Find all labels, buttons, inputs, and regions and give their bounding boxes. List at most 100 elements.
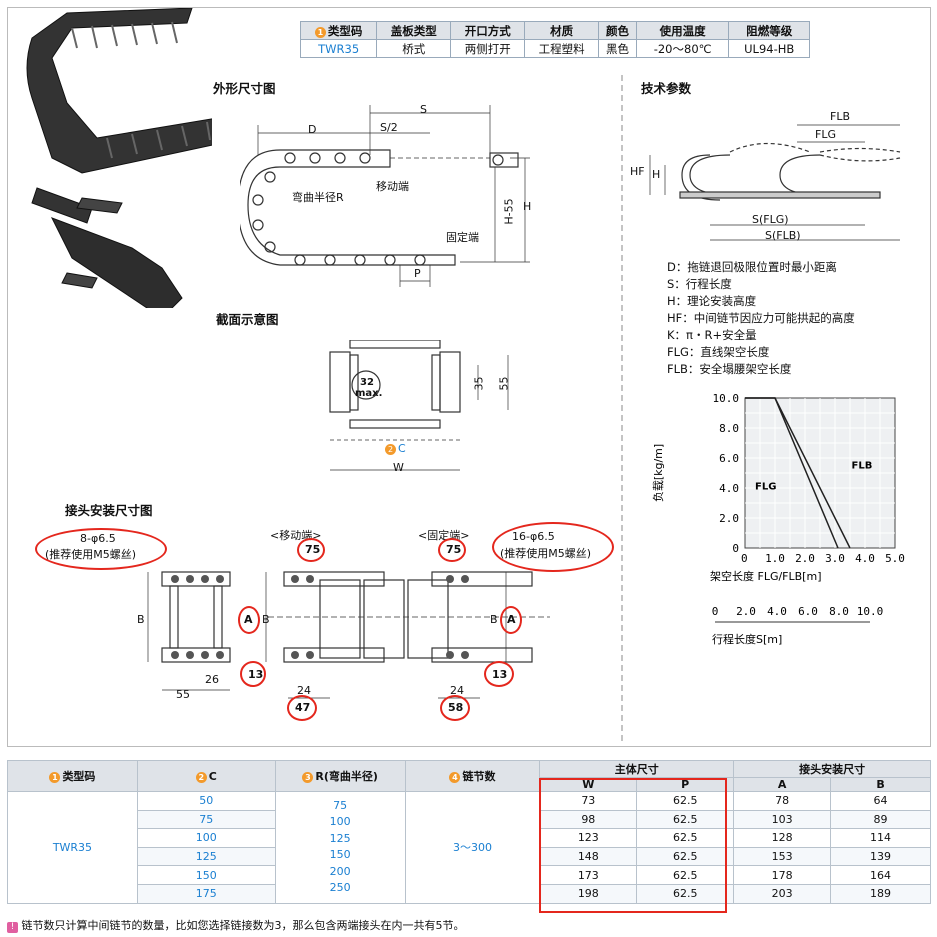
c-cell: 75 — [136, 809, 276, 830]
c-cell: 100 — [136, 828, 276, 848]
series-label-flb: FLB — [852, 461, 873, 472]
label-S-FLG: S(FLG) — [752, 213, 789, 226]
x-tick-label: 3.0 — [825, 552, 845, 565]
x2-tick-label: 10.0 — [857, 605, 884, 618]
A-cell: 203 — [733, 883, 832, 904]
y-tick-label: 8.0 — [719, 422, 739, 435]
A-cell: 153 — [733, 846, 832, 867]
dim-B-left: B — [137, 613, 145, 626]
c-cell: 150 — [136, 865, 276, 885]
spec-header-cover: 盖板类型 — [376, 21, 452, 40]
number-badge: 1 — [49, 772, 61, 783]
section-diagram — [329, 340, 509, 471]
tech-diagram — [649, 124, 901, 241]
label-S-FLB: S(FLB) — [765, 229, 801, 242]
A-cell: 78 — [733, 791, 832, 811]
label-moving-end: 移动端 — [376, 180, 409, 193]
x-tick-label: 2.0 — [795, 552, 815, 565]
dim-55: 55 — [497, 376, 511, 391]
tech-title: 技术参数 — [641, 81, 692, 96]
product-photo — [26, 8, 212, 308]
dim-24-left: 24 — [297, 684, 311, 697]
spec-header-flame: 阻燃等级 — [728, 21, 810, 40]
number-badge: 1 — [314, 26, 326, 38]
header-joint: 接头安装尺寸 — [733, 760, 931, 778]
spec-type-code: TWR35 — [299, 39, 378, 58]
c-cell: 175 — [136, 883, 276, 904]
def-FLB: FLB：安全塌腰架空长度 — [667, 362, 792, 376]
dim-24-right: 24 — [450, 684, 464, 697]
spec-header-color: 颜色 — [598, 21, 637, 40]
highlight-75-moving — [297, 538, 325, 562]
x-tick-label: 1.0 — [765, 552, 785, 565]
header-main: 主体尺寸 — [539, 760, 735, 778]
footnote: ! 链节数只计算中间链节的数量，比如您选择链接数为3，那么包含两端接头在内一共有… — [7, 917, 465, 933]
x-tick-label: 5.0 — [885, 552, 905, 565]
highlight-right-holes — [492, 522, 614, 572]
spec-cover: 桥式 — [376, 39, 452, 58]
spec-header-temp: 使用温度 — [635, 21, 730, 40]
highlight-A-mid — [238, 606, 260, 634]
P-cell: 62.5 — [636, 809, 735, 830]
dim-B-mid: B — [262, 613, 270, 626]
highlight-13-left — [240, 661, 266, 687]
outline-title: 外形尺寸图 — [213, 81, 276, 96]
header-B: B — [830, 777, 931, 792]
spec-flame: UL94-HB — [728, 39, 810, 58]
divider — [621, 75, 623, 745]
dim-S-half: S/2 — [380, 121, 398, 134]
B-cell: 139 — [830, 846, 931, 867]
A-cell: 103 — [733, 809, 832, 830]
dim-S: S — [420, 103, 427, 116]
B-cell: 89 — [830, 809, 931, 830]
series-line-flb — [745, 397, 851, 549]
B-cell: 114 — [830, 828, 931, 848]
spec-temp: -20～80℃ — [635, 39, 730, 58]
x2-axis-label: 行程长度S[m] — [712, 632, 782, 646]
spec-color: 黑色 — [598, 39, 637, 58]
joint-title: 接头安装尺寸图 — [65, 503, 153, 518]
highlight-13-right — [484, 661, 514, 687]
dim-H-55: H-55 — [502, 198, 516, 225]
P-cell: 62.5 — [636, 791, 735, 811]
def-K: K：π・R+安全量 — [667, 328, 757, 342]
x2-tick-label: 2.0 — [736, 605, 756, 618]
A-cell: 178 — [733, 865, 832, 885]
x2-tick-label: 0 — [712, 605, 719, 618]
definitions: D：拖链退回极限位置时最小距离 S：行程长度 H：理论安装高度 HF：中间链节因… — [667, 259, 855, 378]
label-H-tech: H — [652, 168, 661, 181]
number-badge: 4 — [449, 772, 461, 783]
dim-D: D — [308, 123, 317, 136]
section-view-title: 截面示意图 — [216, 312, 279, 327]
number-badge: 2 — [195, 771, 207, 783]
A-cell: 128 — [733, 828, 832, 848]
dim-H: H — [523, 200, 532, 213]
header-A: A — [733, 777, 832, 792]
number-badge: 2 — [385, 444, 396, 455]
x2-tick-label: 6.0 — [798, 605, 818, 618]
def-FLG: FLG：直线架空长度 — [667, 345, 770, 359]
B-cell: 189 — [830, 883, 931, 904]
spec-opening: 两侧打开 — [450, 39, 526, 58]
x-axis-label: 架空长度 FLG/FLB[m] — [710, 569, 821, 583]
x2-tick-label: 8.0 — [829, 605, 849, 618]
dim-35: 35 — [472, 376, 486, 391]
highlight-47 — [287, 695, 317, 721]
label-fixed-end: 固定端 — [446, 231, 479, 244]
label-HF: HF — [630, 165, 645, 178]
highlight-main-dims — [539, 778, 727, 913]
links-cell: 3～300 — [404, 791, 541, 904]
B-cell: 64 — [830, 791, 931, 811]
highlight-75-fixed — [438, 538, 466, 562]
dim-B-right: B — [490, 613, 498, 626]
def-S: S：行程长度 — [667, 277, 732, 291]
label-FLG: FLG — [815, 128, 836, 141]
spec-header-opening: 开口方式 — [450, 21, 526, 40]
series-label-flg: FLG — [755, 482, 776, 493]
dim-26: 26 — [205, 673, 219, 686]
